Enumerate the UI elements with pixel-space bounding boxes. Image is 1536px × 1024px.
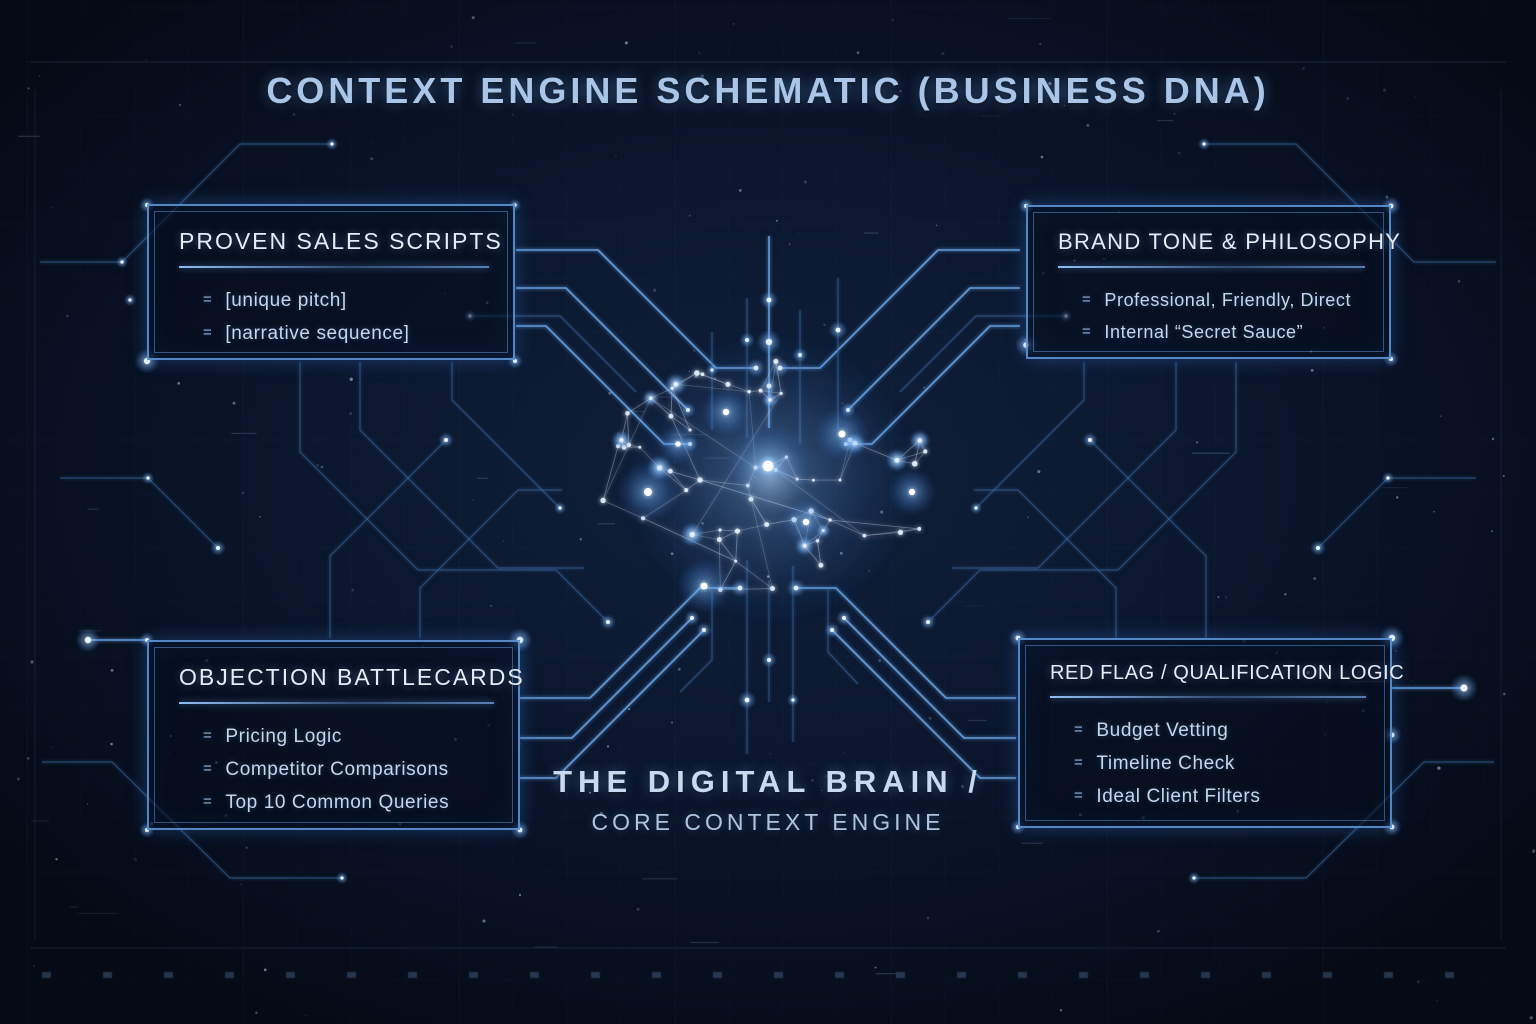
panel-red-flag-qualification-logic: RED FLAG / QUALIFICATION LOGIC = Budget V… — [1018, 638, 1405, 828]
panel-item: = Competitor Comparisons — [203, 759, 494, 781]
panel-item-list: = Pricing Logic = Competitor Comparisons =… — [179, 726, 494, 814]
equals-bullet-icon: = — [203, 793, 213, 810]
core-engine-caption: THE DIGITAL BRAIN / CORE CONTEXT ENGINE — [0, 764, 1536, 836]
panel-item: = [unique pitch] — [203, 290, 489, 312]
equals-bullet-icon: = — [203, 324, 213, 341]
panel-item: = Ideal Client Filters — [1074, 786, 1366, 808]
panel-title: PROVEN SALES SCRIPTS — [179, 228, 503, 254]
equals-bullet-icon: = — [203, 291, 213, 308]
panel-item-label: Timeline Check — [1096, 753, 1236, 774]
panel-item: = Pricing Logic — [203, 726, 494, 748]
panel-item: = [narrative sequence] — [203, 323, 489, 345]
panel-title: BRAND TONE & PHILOSOPHY — [1058, 229, 1402, 254]
panel-title: RED FLAG / QUALIFICATION LOGIC — [1050, 662, 1405, 684]
panel-divider — [1058, 266, 1365, 268]
panel-item-label: Professional, Friendly, Direct — [1104, 290, 1352, 310]
panel-divider — [179, 266, 489, 268]
caption-line-1: THE DIGITAL BRAIN / — [553, 764, 983, 799]
panel-proven-sales-scripts: PROVEN SALES SCRIPTS = [unique pitch] = [n… — [147, 204, 515, 360]
panel-item-label: Pricing Logic — [225, 726, 342, 747]
equals-bullet-icon: = — [1074, 721, 1084, 738]
panel-item: = Timeline Check — [1074, 753, 1366, 775]
equals-bullet-icon: = — [1074, 787, 1084, 804]
noise-sparkles — [1, 16, 1536, 1020]
bright-node-highlights — [616, 387, 937, 614]
panel-item-list: = [unique pitch] = [narrative sequence] — [179, 290, 489, 345]
panel-item-list: = Budget Vetting = Timeline Check = Ideal C… — [1050, 720, 1366, 808]
panel-divider — [1050, 696, 1366, 698]
panel-item-label: Competitor Comparisons — [225, 759, 449, 780]
panel-item-label: Budget Vetting — [1096, 720, 1229, 741]
panel-divider — [179, 702, 494, 704]
panel-brand-tone-philosophy: BRAND TONE & PHILOSOPHY = Professional, F… — [1026, 205, 1402, 359]
equals-bullet-icon: = — [1082, 323, 1092, 340]
equals-bullet-icon: = — [1082, 291, 1092, 308]
panel-item: = Top 10 Common Queries — [203, 792, 494, 814]
equals-bullet-icon: = — [1074, 754, 1084, 771]
panel-item: = Budget Vetting — [1074, 720, 1366, 742]
equals-bullet-icon: = — [203, 760, 213, 777]
blueprint-frame-lines — [30, 61, 1506, 949]
panel-item-label: Ideal Client Filters — [1096, 786, 1261, 807]
panel-item-label: [narrative sequence] — [225, 323, 410, 344]
panel-item: = Professional, Friendly, Direct — [1082, 290, 1365, 311]
panel-item-label: Internal “Secret Sauce” — [1104, 322, 1304, 342]
page-title: CONTEXT ENGINE SCHEMATIC (BUSINESS DNA) — [266, 70, 1270, 111]
panel-objection-battlecards: OBJECTION BATTLECARDS = Pricing Logic = Co… — [147, 640, 525, 830]
caption-line-2: CORE CONTEXT ENGINE — [591, 809, 945, 835]
equals-bullet-icon: = — [203, 727, 213, 744]
panel-item: = Internal “Secret Sauce” — [1082, 322, 1365, 343]
panel-item-label: [unique pitch] — [225, 290, 347, 311]
panel-title: OBJECTION BATTLECARDS — [179, 664, 525, 690]
panel-item-list: = Professional, Friendly, Direct = Interna… — [1058, 290, 1365, 343]
bottom-scale-ruler — [42, 972, 1494, 978]
panel-item-label: Top 10 Common Queries — [225, 792, 450, 813]
